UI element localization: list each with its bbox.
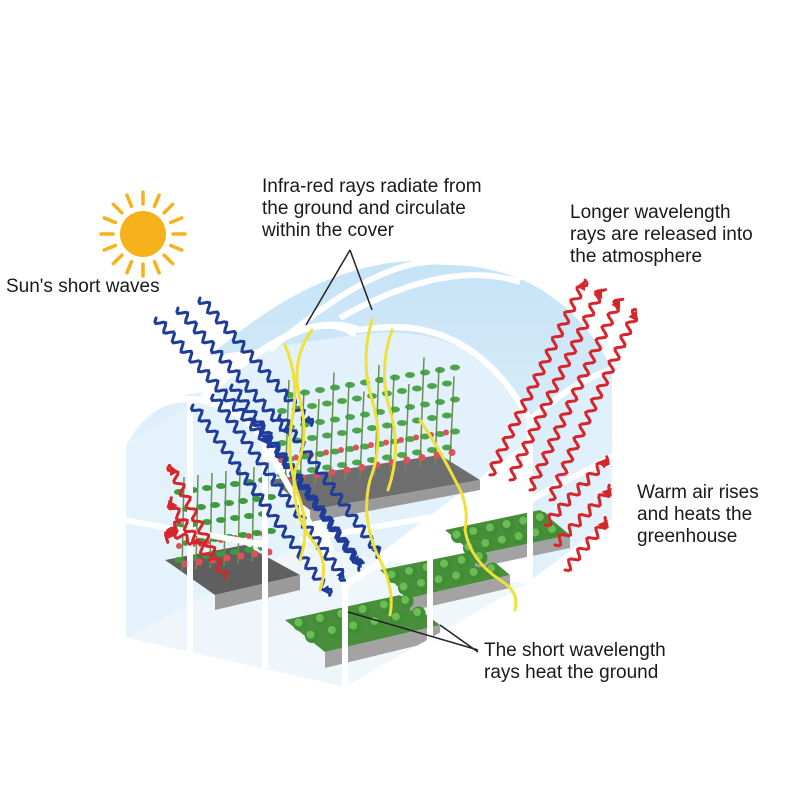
long-wave-rays — [164, 278, 639, 580]
label-line: greenhouse — [637, 526, 738, 547]
label-line: Longer wavelength — [570, 202, 731, 223]
label-line: the atmosphere — [570, 246, 703, 267]
label-infrared-rays: Infra-red rays radiate from the ground a… — [262, 176, 482, 242]
label-short-wavelength: The short wavelength rays heat the groun… — [484, 640, 666, 684]
label-longer-wavelength: Longer wavelength rays are released into… — [570, 202, 753, 268]
sun-icon — [99, 190, 187, 278]
label-line: The short wavelength — [484, 640, 666, 661]
label-line: within the cover — [262, 220, 395, 241]
label-line: rays are released into — [570, 224, 753, 245]
greenhouse — [120, 258, 618, 693]
label-line: Sun's short waves — [6, 276, 160, 297]
label-warm-air: Warm air rises and heats the greenhouse — [637, 482, 759, 548]
label-line: rays heat the ground — [484, 662, 659, 683]
greenhouse-roof — [210, 260, 615, 585]
label-sun-short-waves: Sun's short waves — [6, 276, 160, 298]
plant-bed-front — [285, 510, 570, 668]
label-line: and heats the — [637, 504, 753, 525]
label-line: Infra-red rays radiate from — [262, 176, 482, 197]
label-line: the ground and circulate — [262, 198, 466, 219]
infrared-rays — [283, 318, 518, 617]
callout-lines — [305, 249, 479, 653]
label-line: Warm air rises — [637, 482, 759, 503]
